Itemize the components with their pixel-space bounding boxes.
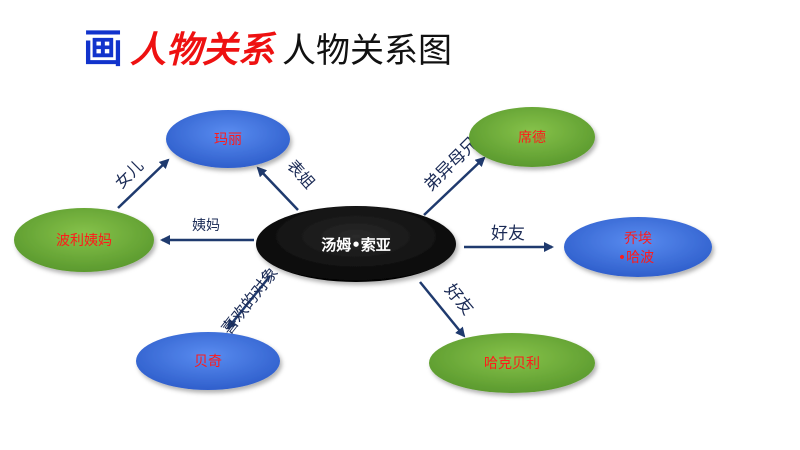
title-icon-char: 画 <box>83 25 123 72</box>
arrow-center-becky <box>226 275 271 330</box>
node-joe-shape <box>564 217 712 277</box>
node-polly: 波利姨妈 <box>14 208 154 272</box>
edge-label-center-becky: 喜欢的对象 <box>218 263 282 338</box>
node-joe-label-line1: 乔埃 <box>624 231 652 247</box>
node-mary-shape <box>166 110 290 168</box>
arrow-center-sid <box>423 156 486 216</box>
node-center-label: 汤姆•索亚 <box>321 236 391 254</box>
node-becky-shape <box>136 332 280 390</box>
node-becky: 贝奇 <box>136 332 280 390</box>
node-center-shape <box>256 206 456 282</box>
node-huck-shape <box>429 333 595 393</box>
arrow-center-mary <box>256 166 299 211</box>
arrow-polly-mary <box>117 158 170 209</box>
edge-label-center-joe: 好友 <box>491 224 525 244</box>
title-black-text: 人物关系图 <box>282 31 452 71</box>
node-polly-label: 波利姨妈 <box>56 233 112 249</box>
node-mary: 玛丽 <box>166 110 290 168</box>
node-center: 汤姆•索亚 <box>256 206 456 282</box>
arrow-center-huck <box>419 281 466 338</box>
title-red-text: 人物关系 <box>130 29 277 71</box>
edges <box>117 156 554 338</box>
node-joe: 乔埃 •哈波 <box>564 217 712 277</box>
node-mary-label: 玛丽 <box>214 132 242 148</box>
edge-label-center-mary: 表姐 <box>283 156 319 193</box>
node-sid-shape <box>469 107 595 167</box>
edge-label-center-polly: 姨妈 <box>192 218 220 234</box>
node-polly-shape <box>14 208 154 272</box>
title: 画 人物关系 人物关系图 <box>83 25 452 72</box>
node-becky-label: 贝奇 <box>194 353 222 370</box>
node-sid: 席德 <box>469 107 595 167</box>
node-huck-label: 哈克贝利 <box>484 356 540 372</box>
node-joe-label-line2: •哈波 <box>618 250 654 266</box>
node-sid-label: 席德 <box>518 130 546 146</box>
node-huck: 哈克贝利 <box>429 333 595 393</box>
